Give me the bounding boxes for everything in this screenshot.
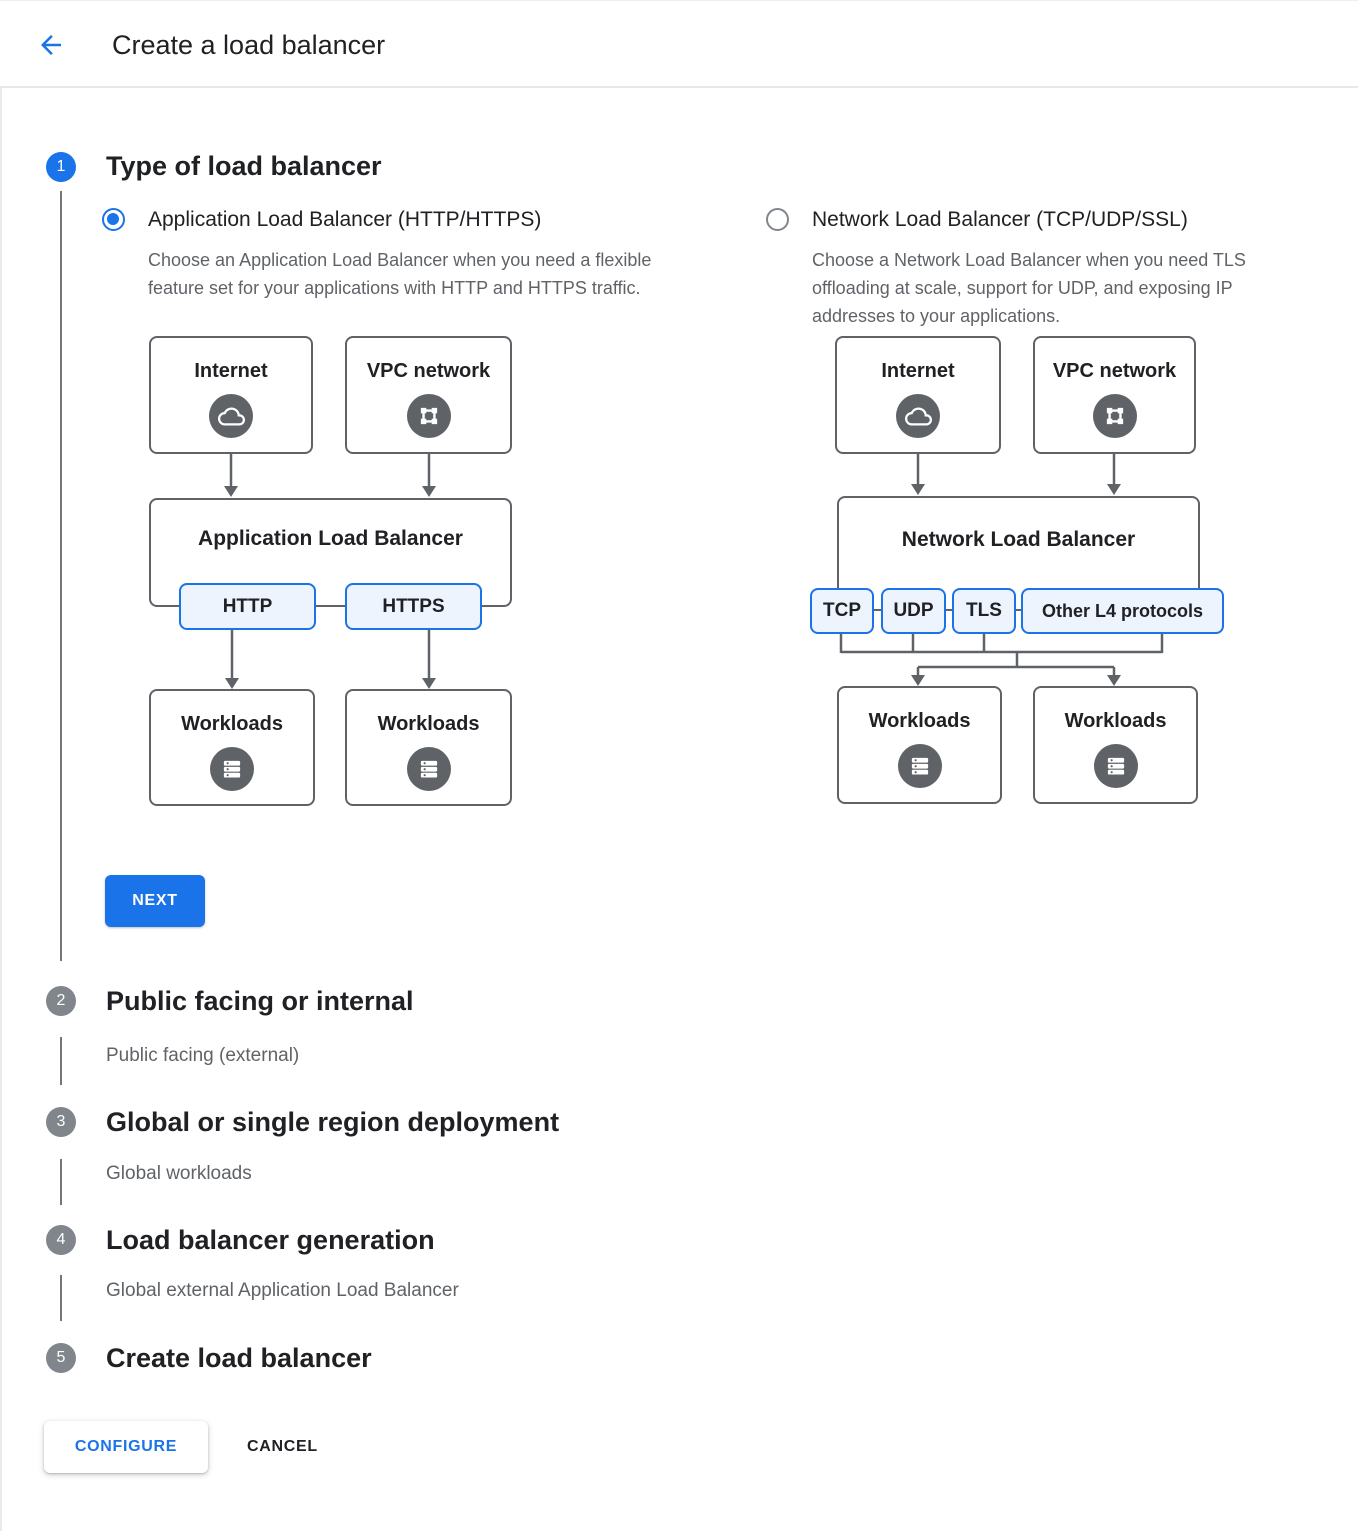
step-3-badge: 3 <box>46 1107 76 1137</box>
page-left-border <box>0 1 2 1531</box>
vpc-network-icon <box>406 394 451 438</box>
nlb-workloads-label-2: Workloads <box>1064 710 1167 732</box>
https-protocol-chip: HTTPS <box>345 583 482 630</box>
tls-protocol-chip: TLS <box>952 588 1016 634</box>
step-2-title: Public facing or internal <box>106 986 414 1016</box>
step-2-badge: 2 <box>46 986 76 1016</box>
application-lb-connector-lines <box>224 454 436 689</box>
step-2-value: Public facing (external) <box>106 1045 300 1066</box>
step-4-value: Global external Application Load Balance… <box>106 1280 459 1301</box>
step-3-title: Global or single region deployment <box>106 1107 560 1137</box>
step-5-title: Create load balancer <box>106 1343 372 1373</box>
step-4-number: 4 <box>56 1231 66 1248</box>
network-lb-connector-lines <box>839 454 1164 686</box>
step-5-badge: 5 <box>46 1343 76 1373</box>
cancel-button[interactable]: CANCEL <box>231 1421 334 1473</box>
back-arrow-icon[interactable] <box>36 30 66 60</box>
step-2-number: 2 <box>56 992 66 1009</box>
tcp-chip-label: TCP <box>823 600 861 621</box>
cloud-icon <box>896 394 940 438</box>
configure-button[interactable]: CONFIGURE <box>44 1421 208 1473</box>
nlb-vpc-network-label: VPC network <box>1052 360 1177 382</box>
network-lb-diagram: Internet VPC network Network Load Balanc… <box>810 336 1225 807</box>
page-header: Create a load balancer <box>0 1 1358 88</box>
nlb-internet-label: Internet <box>881 360 955 382</box>
http-protocol-chip: HTTP <box>179 583 316 630</box>
page-title: Create a load balancer <box>112 30 386 60</box>
tcp-protocol-chip: TCP <box>810 588 874 634</box>
application-load-balancer-label: Application Load Balancer <box>198 526 463 550</box>
alb-vpc-network-box: VPC network <box>345 336 512 454</box>
udp-chip-label: UDP <box>893 600 934 621</box>
nlb-workloads-label-1: Workloads <box>868 710 971 732</box>
step-3-number: 3 <box>56 1113 66 1130</box>
radio-label-network-load-balancer[interactable]: Network Load Balancer (TCP/UDP/SSL) <box>812 208 1188 231</box>
alb-internet-label: Internet <box>194 360 268 382</box>
tls-chip-label: TLS <box>966 600 1002 621</box>
step-4-title: Load balancer generation <box>106 1225 435 1255</box>
vpc-network-icon <box>1092 394 1137 438</box>
alb-workloads-box-1: Workloads <box>149 689 315 806</box>
database-stack-icon <box>897 744 942 788</box>
alb-internet-box: Internet <box>149 336 313 454</box>
step-4-badge: 4 <box>46 1225 76 1255</box>
database-stack-icon <box>1093 744 1138 788</box>
other-l4-chip-label: Other L4 protocols <box>1041 600 1203 621</box>
nlb-internet-box: Internet <box>835 336 1001 454</box>
nlb-workloads-box-2: Workloads <box>1033 686 1198 804</box>
stepper-connector-2 <box>60 1037 62 1085</box>
database-stack-icon <box>406 747 451 791</box>
radio-label-application-load-balancer[interactable]: Application Load Balancer (HTTP/HTTPS) <box>148 208 542 231</box>
application-lb-diagram: Internet VPC network Application Load Ba… <box>149 336 513 807</box>
other-l4-protocols-chip: Other L4 protocols <box>1021 588 1224 634</box>
radio-network-load-balancer[interactable] <box>766 208 789 231</box>
http-chip-label: HTTP <box>222 595 273 617</box>
application-lb-description: Choose an Application Load Balancer when… <box>148 250 652 298</box>
network-lb-description: Choose a Network Load Balancer when you … <box>812 250 1246 326</box>
cloud-icon <box>209 394 253 438</box>
stepper-connector-1 <box>60 191 62 961</box>
stepper-connector-4 <box>60 1275 62 1321</box>
alb-vpc-network-label: VPC network <box>366 360 491 382</box>
step-1-number: 1 <box>56 158 66 175</box>
step-5-number: 5 <box>56 1349 66 1366</box>
step-1-title: Type of load balancer <box>106 151 382 181</box>
network-load-balancer-label: Network Load Balancer <box>901 527 1136 551</box>
step-1-badge: 1 <box>46 152 76 182</box>
nlb-workloads-box-1: Workloads <box>837 686 1002 804</box>
database-stack-icon <box>210 747 254 791</box>
alb-workloads-label-1: Workloads <box>181 713 283 735</box>
step-3-value: Global workloads <box>106 1163 252 1184</box>
udp-protocol-chip: UDP <box>881 588 946 634</box>
nlb-vpc-network-box: VPC network <box>1033 336 1196 454</box>
alb-workloads-label-2: Workloads <box>377 713 480 735</box>
radio-application-load-balancer[interactable] <box>102 208 125 231</box>
stepper-connector-3 <box>60 1159 62 1205</box>
alb-workloads-box-2: Workloads <box>345 689 512 806</box>
https-chip-label: HTTPS <box>382 595 445 617</box>
next-button[interactable]: NEXT <box>105 875 205 927</box>
